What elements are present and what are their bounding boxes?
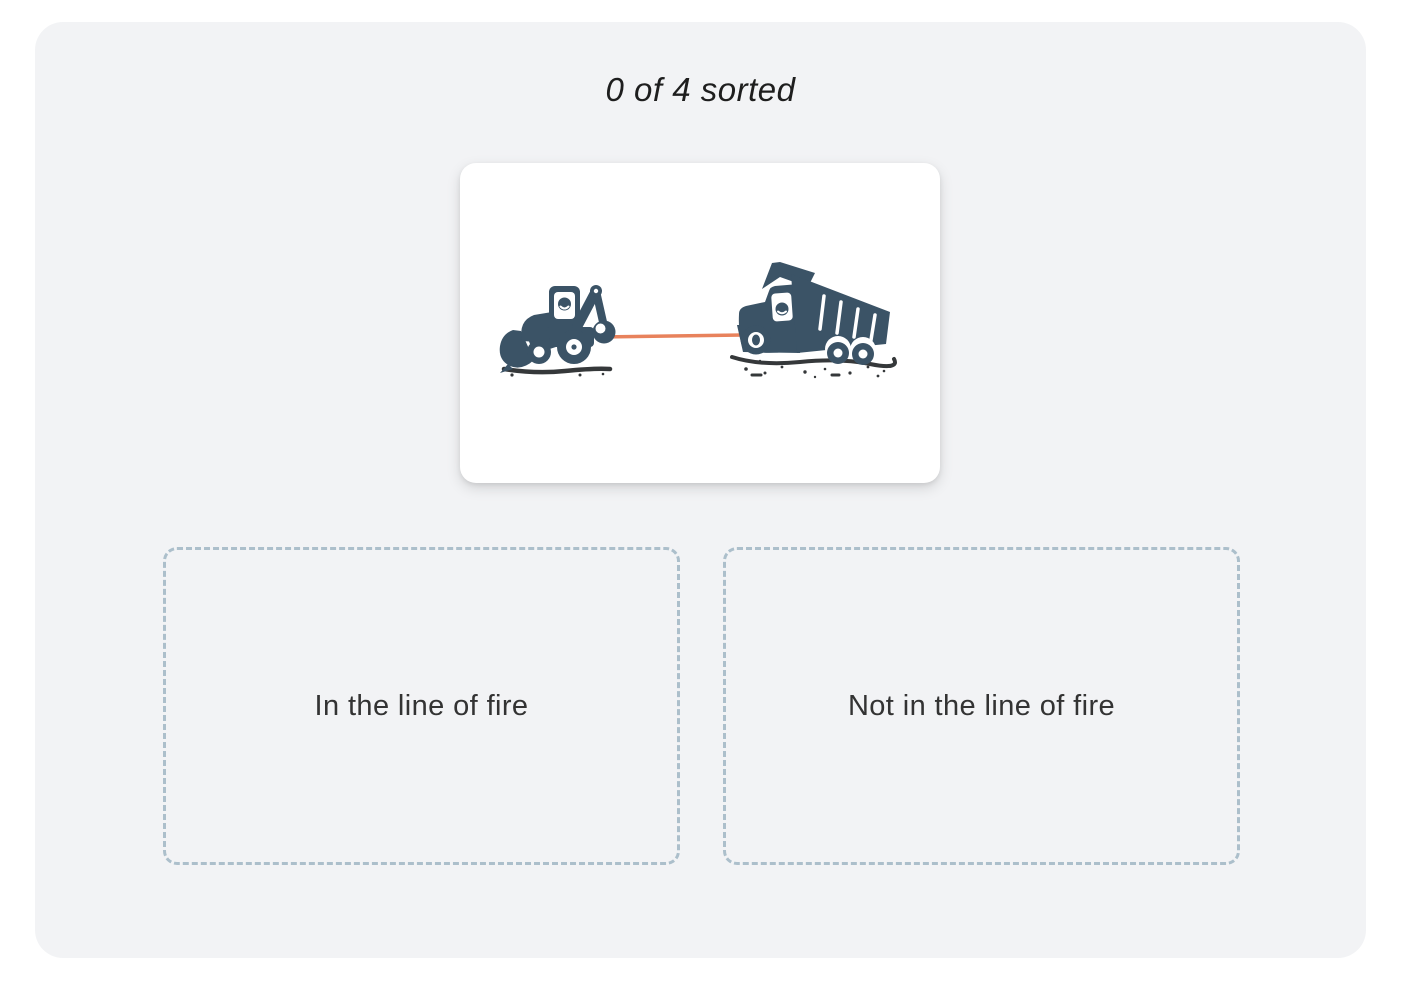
backhoe-loader-icon <box>499 285 616 377</box>
dump-truck-icon <box>730 262 897 379</box>
drop-zone-label: Not in the line of fire <box>847 689 1116 722</box>
sort-card[interactable] <box>460 163 940 483</box>
vehicles-illustration <box>499 262 897 379</box>
drop-zone-label: In the line of fire <box>314 689 529 722</box>
sorting-activity-panel: 0 of 4 sorted <box>35 22 1366 958</box>
progress-text: 0 of 4 sorted <box>605 71 796 108</box>
tow-line-icon <box>596 333 745 339</box>
drop-zone-not-in-line-of-fire[interactable]: Not in the line of fire <box>723 547 1240 865</box>
drop-zone-in-line-of-fire[interactable]: In the line of fire <box>163 547 680 865</box>
